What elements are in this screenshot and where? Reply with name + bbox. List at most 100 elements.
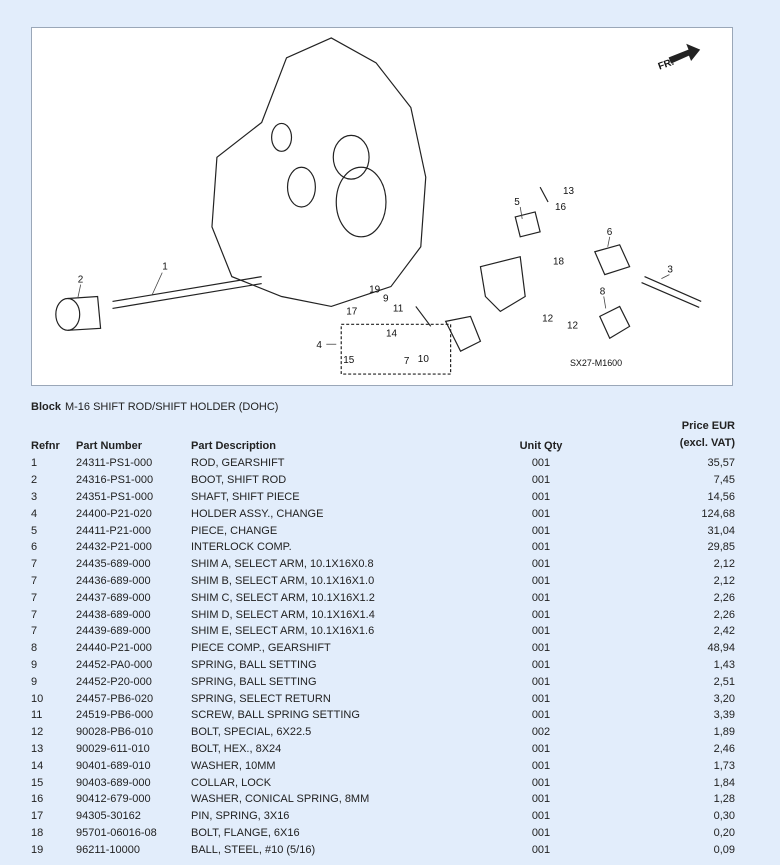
cell-description: PIECE COMP., GEARSHIFT: [191, 642, 331, 655]
cell-unit-qty: 001: [531, 759, 551, 772]
cell-unit-qty: 001: [531, 625, 551, 638]
cell-price: 14,56: [707, 490, 735, 503]
header-description: Part Description: [191, 440, 276, 452]
parts-diagram: 1 2 3 4 5 6 7 8 9 10 11 12 12 13 14 15 1…: [31, 27, 733, 386]
cell-unit-qty: 001: [531, 558, 551, 571]
cell-price: 2,46: [713, 742, 735, 755]
cell-price: 2,26: [713, 608, 735, 621]
cell-price: 48,94: [707, 642, 735, 655]
interlock: [593, 244, 631, 276]
cell-refnr: 7: [31, 608, 38, 621]
cell-unit-qty: 001: [531, 843, 551, 856]
cell-refnr: 3: [31, 490, 38, 503]
cell-description: COLLAR, LOCK: [191, 776, 272, 789]
cell-price: 2,12: [713, 574, 735, 587]
change-piece: [514, 211, 541, 238]
cell-refnr: 7: [31, 625, 38, 638]
cell-part-number: 96211-10000: [76, 843, 141, 856]
cell-description: BOLT, FLANGE, 6X16: [191, 826, 300, 839]
header-part-number: Part Number: [76, 440, 143, 452]
cell-description: WASHER, 10MM: [191, 759, 276, 772]
front-arrow-icon: [668, 43, 701, 64]
cell-price: 124,68: [701, 507, 735, 520]
cell-part-number: 24436-689-000: [76, 574, 151, 587]
transmission-housing: [211, 37, 427, 308]
cell-price: 3,20: [713, 692, 735, 705]
header-price: Price EUR(excl. VAT): [591, 418, 735, 455]
callout-14: 14: [386, 328, 398, 339]
cell-description: HOLDER ASSY., CHANGE: [191, 507, 324, 520]
cell-refnr: 16: [31, 793, 44, 806]
cell-price: 7,45: [713, 474, 735, 487]
cell-part-number: 90028-PB6-010: [76, 726, 154, 739]
cell-part-number: 24435-689-000: [76, 558, 151, 571]
cell-part-number: 24316-PS1-000: [76, 474, 154, 487]
cell-description: ROD, GEARSHIFT: [191, 457, 285, 470]
cell-unit-qty: 001: [531, 591, 551, 604]
cell-description: SHIM E, SELECT ARM, 10.1X16X1.6: [191, 625, 375, 638]
cell-description: SPRING, BALL SETTING: [191, 675, 317, 688]
cell-refnr: 7: [31, 574, 38, 587]
cell-description: SPRING, BALL SETTING: [191, 658, 317, 671]
cell-unit-qty: 001: [531, 810, 551, 823]
parts-table: Refnr Part Number Part Description Unit …: [31, 418, 735, 858]
cell-refnr: 6: [31, 541, 38, 554]
cell-description: SHIM D, SELECT ARM, 10.1X16X1.4: [191, 608, 375, 621]
price-header-line2: (excl. VAT): [679, 437, 735, 449]
cell-description: PIECE, CHANGE: [191, 524, 278, 537]
cell-part-number: 90403-689-000: [76, 776, 151, 789]
cell-refnr: 10: [31, 692, 44, 705]
block-name: M-16 SHIFT ROD/SHIFT HOLDER (DOHC): [64, 401, 279, 413]
cell-unit-qty: 001: [531, 793, 551, 806]
callout-6: 6: [607, 227, 613, 238]
cell-price: 31,04: [707, 524, 735, 537]
cell-part-number: 24452-P20-000: [76, 675, 152, 688]
cell-part-number: 24411-P21-000: [76, 524, 152, 537]
cell-price: 1,43: [713, 658, 735, 671]
cell-unit-qty: 001: [531, 574, 551, 587]
cell-part-number: 90412-679-000: [76, 793, 151, 806]
cell-description: SHIM B, SELECT ARM, 10.1X16X1.0: [191, 574, 375, 587]
cell-unit-qty: 001: [531, 608, 551, 621]
cell-part-number: 90029-611-010: [76, 742, 150, 755]
cell-refnr: 2: [31, 474, 38, 487]
callout-5: 5: [514, 197, 520, 208]
cell-refnr: 19: [31, 843, 44, 856]
callout-7: 7: [404, 356, 410, 367]
callout-4: 4: [316, 340, 322, 351]
cell-description: BOLT, SPECIAL, 6X22.5: [191, 726, 312, 739]
front-label: FR.: [657, 57, 676, 73]
cell-refnr: 1: [31, 457, 38, 470]
cell-description: PIN, SPRING, 3X16: [191, 810, 290, 823]
boot: [55, 297, 81, 331]
cell-part-number: 24457-PB6-020: [76, 692, 154, 705]
cell-price: 3,39: [713, 709, 735, 722]
cell-refnr: 11: [31, 709, 43, 722]
callout-16: 16: [555, 202, 567, 213]
cell-description: SCREW, BALL SPRING SETTING: [191, 709, 360, 722]
callout-2: 2: [78, 275, 84, 286]
cell-unit-qty: 001: [531, 675, 551, 688]
callout-9: 9: [383, 293, 389, 304]
cell-description: WASHER, CONICAL SPRING, 8MM: [191, 793, 370, 806]
cell-unit-qty: 001: [531, 541, 551, 554]
cell-part-number: 95701-06016-08: [76, 826, 157, 839]
cell-refnr: 15: [31, 776, 44, 789]
callout-19: 19: [369, 285, 381, 296]
cell-part-number: 24351-PS1-000: [76, 490, 154, 503]
cell-price: 0,20: [713, 826, 735, 839]
cell-part-number: 24440-P21-000: [76, 642, 152, 655]
cell-price: 29,85: [707, 541, 735, 554]
